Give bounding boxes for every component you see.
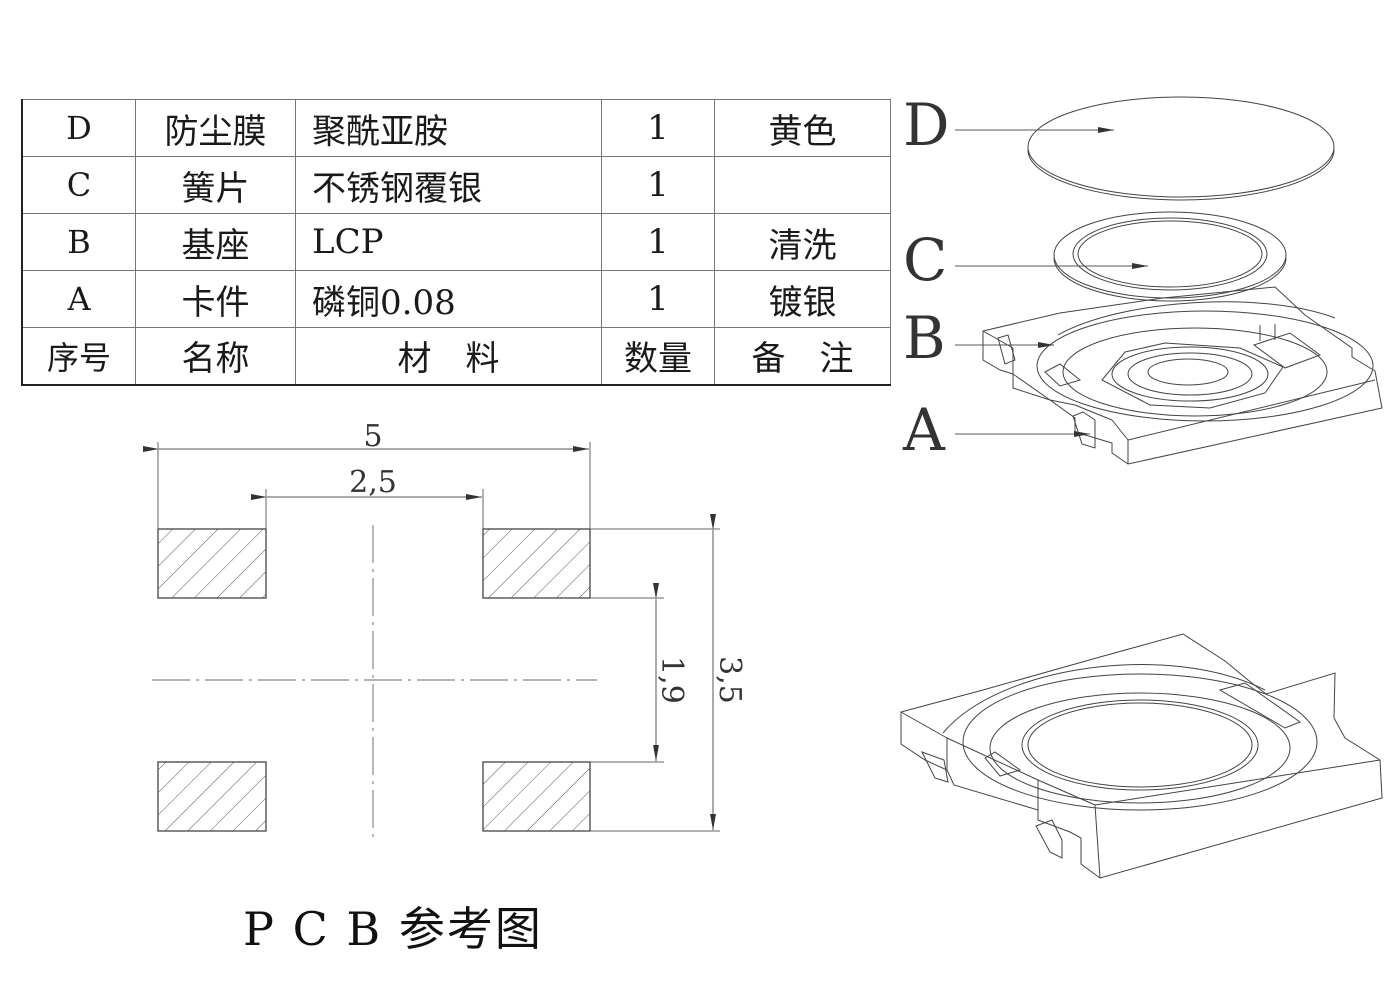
exploded-label-d: D bbox=[903, 91, 950, 159]
cell-id: A bbox=[21, 270, 136, 328]
cell-id: C bbox=[21, 156, 136, 214]
pad-bottom-left bbox=[157, 761, 267, 832]
pad-top-right bbox=[482, 528, 591, 599]
header-id: 序号 bbox=[21, 327, 136, 386]
dimension-label-overall-width: 5 bbox=[363, 419, 382, 454]
assembled-view bbox=[900, 633, 1383, 879]
cell-qty: 1 bbox=[601, 213, 715, 271]
dimension-overall-height: 3,5 bbox=[590, 514, 747, 832]
exploded-label-a: A bbox=[902, 396, 946, 464]
exploded-label-c: C bbox=[903, 226, 947, 294]
pcb-title: P C B 参考图 bbox=[243, 902, 543, 956]
dimension-inner-gap-height: 1,9 bbox=[590, 583, 689, 763]
pad-bottom-right bbox=[482, 761, 591, 832]
table-header-row: 序号 名称 材 料 数量 备 注 bbox=[21, 327, 891, 386]
cell-material: 不锈钢覆银 bbox=[295, 156, 602, 214]
exploded-view: D C B A bbox=[900, 91, 1383, 879]
cell-name: 防尘膜 bbox=[135, 99, 296, 157]
dimension-label-inner-gap-height: 1,9 bbox=[654, 656, 689, 704]
pcb-drawing: 5 2,5 1,9 3,5 bbox=[143, 419, 747, 838]
cell-remark: 清洗 bbox=[714, 213, 891, 271]
header-material: 材 料 bbox=[295, 327, 602, 386]
pad-top-left bbox=[157, 528, 267, 599]
header-qty: 数量 bbox=[601, 327, 715, 386]
cell-material: LCP bbox=[295, 213, 602, 271]
bom-table: D 防尘膜 聚酰亚胺 1 黄色 C 簧片 不锈钢覆银 1 B 基座 LCP 1 … bbox=[21, 99, 891, 386]
part-b-base bbox=[982, 286, 1383, 465]
cell-id: D bbox=[21, 99, 136, 157]
cell-name: 簧片 bbox=[135, 156, 296, 214]
part-a-clip bbox=[1072, 411, 1096, 449]
dimension-inner-gap-width: 2,5 bbox=[251, 465, 484, 529]
part-c-spring bbox=[1053, 211, 1287, 302]
cell-qty: 1 bbox=[601, 156, 715, 214]
cell-material: 聚酰亚胺 bbox=[295, 99, 602, 157]
header-remark: 备 注 bbox=[714, 327, 891, 386]
table-row: C 簧片 不锈钢覆银 1 bbox=[21, 156, 891, 214]
cell-id: B bbox=[21, 213, 136, 271]
part-d-dust-film bbox=[1027, 96, 1335, 201]
dimension-label-inner-gap-width: 2,5 bbox=[349, 465, 397, 500]
dimension-label-overall-height: 3,5 bbox=[712, 656, 747, 704]
cell-material: 磷铜0.08 bbox=[295, 270, 602, 328]
exploded-label-b: B bbox=[903, 304, 946, 372]
dimension-overall-width: 5 bbox=[143, 419, 591, 529]
